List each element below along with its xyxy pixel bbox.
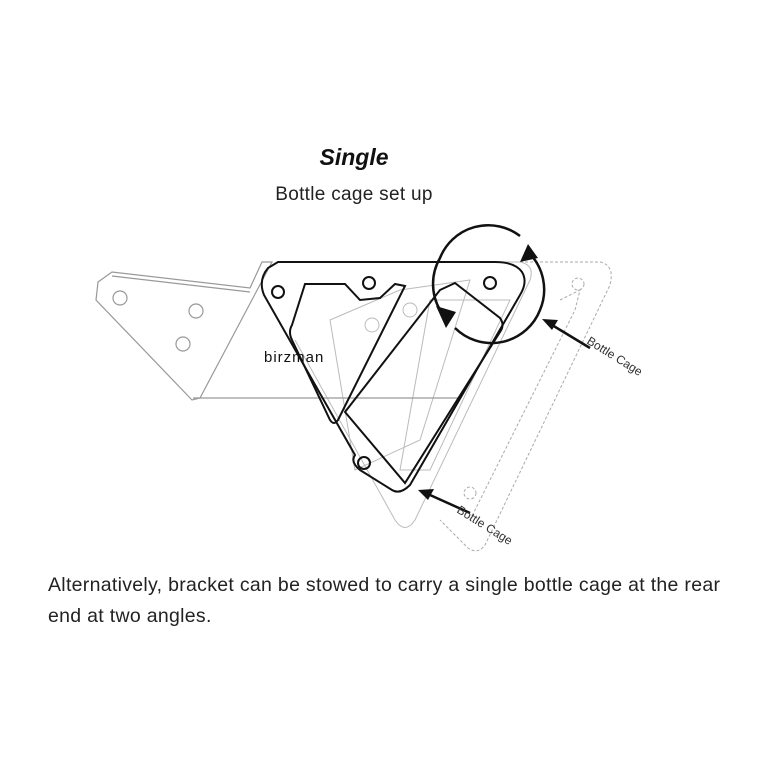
arrow-icon [418,319,591,515]
section-title: Single [319,144,389,170]
main-bracket [260,261,526,493]
brand-logo: birzman [264,349,324,366]
bottle-cage-label-lower: Bottle Cage [454,503,515,548]
bottle-cage-label-upper: Bottle Cage [584,334,645,379]
description-text: Alternatively, bracket can be stowed to … [48,574,721,627]
ghost-bracket-light [294,261,532,528]
rotate-arrow-icon [431,224,546,345]
ghost-bracket-positions [439,261,612,552]
section-subtitle: Bottle cage set up [275,184,433,205]
mounting-plate [95,261,458,401]
